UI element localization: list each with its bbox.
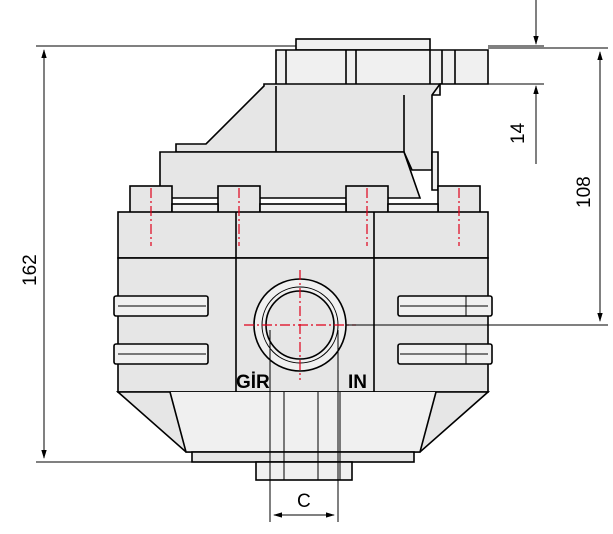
dim-label-c: C: [297, 491, 311, 512]
dim-label-162: 162: [20, 254, 41, 286]
dim-label-108: 108: [574, 176, 595, 208]
centerlines: [150, 188, 460, 380]
main-body: [113, 211, 493, 393]
marking-in: IN: [348, 372, 367, 393]
lower-body: [115, 391, 491, 481]
marking-gir: GİR: [236, 372, 270, 393]
dimensions: [36, 0, 608, 522]
top-cap: [159, 38, 489, 199]
dim-label-14: 14: [508, 122, 529, 144]
